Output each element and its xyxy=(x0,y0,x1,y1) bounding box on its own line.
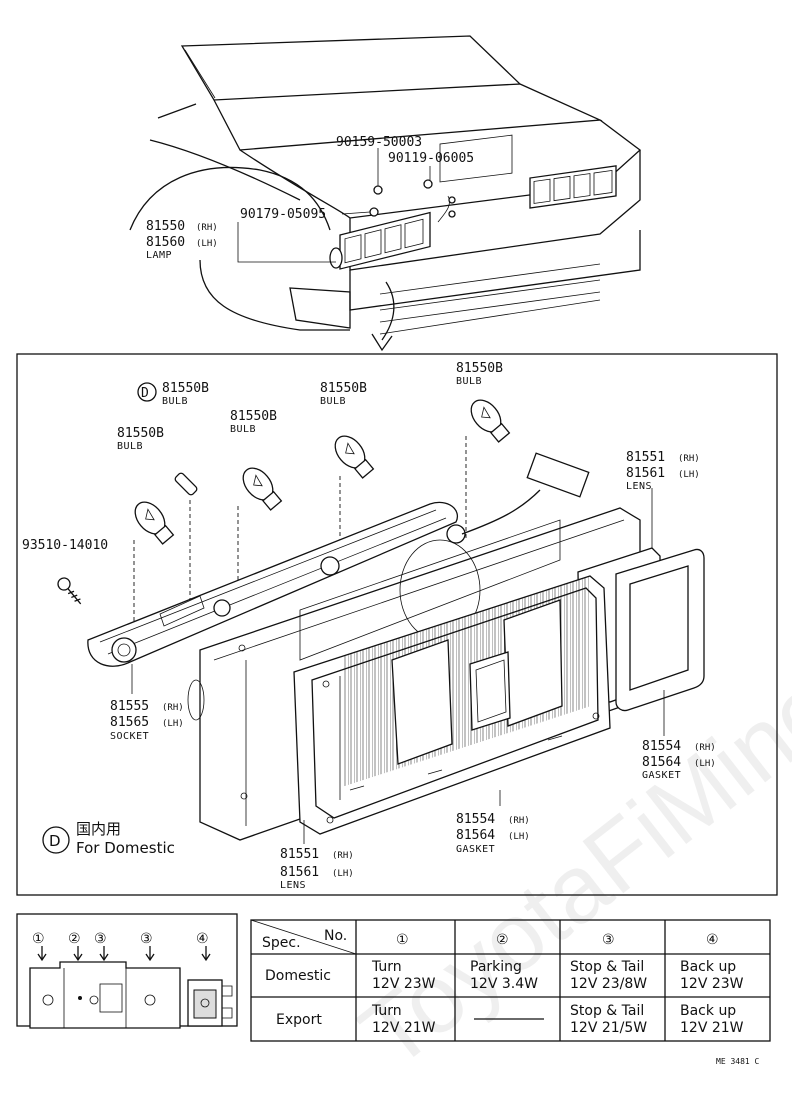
lamp-rh-number: 81550 xyxy=(146,219,185,234)
spec-col-2: ② xyxy=(496,932,509,948)
spec-domestic-3-value: 12V 23/8W xyxy=(570,976,647,992)
lens-right-lh-side: (LH) xyxy=(678,470,700,480)
connector-pin-3b: ③ xyxy=(140,931,153,947)
gasket-center-rh-number: 81554 xyxy=(456,812,495,827)
spec-domestic-2-name: Parking xyxy=(470,959,522,975)
socket-rh-side: (RH) xyxy=(162,703,184,713)
bulb-1-label: BULB xyxy=(117,441,143,452)
domestic-note-japanese: 国内用 xyxy=(76,820,121,838)
screw-93510-number: 93510-14010 xyxy=(22,538,108,553)
domestic-mark-bulb-letter: D xyxy=(141,386,149,401)
domestic-mark-note xyxy=(42,826,70,854)
spec-domestic-1-value: 12V 23W xyxy=(372,976,436,992)
exploded-lamp-illustration xyxy=(57,399,705,844)
bulb-3-label: BULB xyxy=(230,424,256,435)
connector-pin-1: ① xyxy=(32,931,45,947)
gasket-right-lh-side: (LH) xyxy=(694,759,716,769)
lens-center-lh-side: (LH) xyxy=(332,869,354,879)
socket-rh-number: 81555 xyxy=(110,699,149,714)
lamp-lh-side: (LH) xyxy=(196,239,218,249)
screw-1-number: 90159-50003 xyxy=(336,135,422,150)
connector-pin-4: ④ xyxy=(196,931,209,947)
spec-domestic-4-name: Back up xyxy=(680,959,736,975)
spec-export-4-value: 12V 21W xyxy=(680,1020,744,1036)
domestic-note-english: For Domestic xyxy=(76,839,175,857)
bulb-2 xyxy=(174,472,198,496)
spec-domestic-4-value: 12V 23W xyxy=(680,976,744,992)
spec-export-3-value: 12V 21/5W xyxy=(570,1020,647,1036)
spec-export-1-name: Turn xyxy=(371,1003,402,1019)
lens-center-rh-side: (RH) xyxy=(332,851,354,861)
gasket-right-rh-side: (RH) xyxy=(694,743,716,753)
connector-drawing xyxy=(29,946,233,1029)
lens-right-rh-number: 81551 xyxy=(626,450,665,465)
lamp-label: LAMP xyxy=(146,250,172,261)
bulb-4-label: BULB xyxy=(320,396,346,407)
spec-col-4: ④ xyxy=(706,932,719,948)
bulb-5-number: 81550B xyxy=(456,361,503,376)
bulb-4 xyxy=(334,435,375,479)
spec-table xyxy=(250,919,771,1042)
gasket-right-rh-number: 81554 xyxy=(642,739,681,754)
lens-right-rh-side: (RH) xyxy=(678,454,700,464)
gasket-right-lh-number: 81564 xyxy=(642,755,681,770)
screw-2-number: 90119-06005 xyxy=(388,151,474,166)
gasket-center-lh-side: (LH) xyxy=(508,832,530,842)
bulb-4-number: 81550B xyxy=(320,381,367,396)
bulb-1 xyxy=(134,501,175,545)
drawing-code: ME 3481 C xyxy=(716,1057,760,1066)
exploded-view-frame xyxy=(16,353,778,896)
bulb-5 xyxy=(470,399,511,443)
lens-center-label: LENS xyxy=(280,880,306,891)
lamp-lh-number: 81560 xyxy=(146,235,185,250)
bulb-2-label: BULB xyxy=(162,396,188,407)
connector-pin-2: ② xyxy=(68,931,81,947)
spec-domestic-3-name: Stop & Tail xyxy=(570,959,644,975)
spec-export-3-name: Stop & Tail xyxy=(570,1003,644,1019)
socket-label: SOCKET xyxy=(110,731,149,742)
domestic-mark-bulb xyxy=(137,382,157,402)
gasket-center-lh-number: 81564 xyxy=(456,828,495,843)
socket-lh-side: (LH) xyxy=(162,719,184,729)
bulb-3 xyxy=(242,467,283,511)
spec-domestic-2-value: 12V 3.4W xyxy=(470,976,538,992)
bulb-3-number: 81550B xyxy=(230,409,277,424)
bulb-1-number: 81550B xyxy=(117,426,164,441)
lens-right-lh-number: 81561 xyxy=(626,466,665,481)
screw-3-number: 90179-05095 xyxy=(240,207,326,222)
spec-export-4-name: Back up xyxy=(680,1003,736,1019)
spec-row-domestic: Domestic xyxy=(265,968,331,984)
lens-center-lh-number: 81561 xyxy=(280,865,319,880)
car-rear-illustration xyxy=(129,35,642,352)
spec-col-1: ① xyxy=(396,932,409,948)
spec-domestic-1-name: Turn xyxy=(371,959,402,975)
socket-lh-number: 81565 xyxy=(110,715,149,730)
lens-right-label: LENS xyxy=(626,481,652,492)
gasket-center-label: GASKET xyxy=(456,844,495,855)
lens-center-rh-number: 81551 xyxy=(280,847,319,862)
gasket-center-rh-side: (RH) xyxy=(508,816,530,826)
spec-export-1-value: 12V 21W xyxy=(372,1020,436,1036)
connector-pin-3a: ③ xyxy=(94,931,107,947)
lamp-rh-side: (RH) xyxy=(196,223,218,233)
gasket-right-label: GASKET xyxy=(642,770,681,781)
domestic-mark-note-letter: D xyxy=(49,832,61,850)
spec-header-spec: Spec. xyxy=(262,935,301,951)
spec-col-3: ③ xyxy=(602,932,615,948)
bulb-2-number: 81550B xyxy=(162,381,209,396)
bulb-5-label: BULB xyxy=(456,376,482,387)
spec-header-no: No. xyxy=(324,928,347,944)
spec-row-export: Export xyxy=(276,1012,322,1028)
screw-93510 xyxy=(57,577,82,605)
